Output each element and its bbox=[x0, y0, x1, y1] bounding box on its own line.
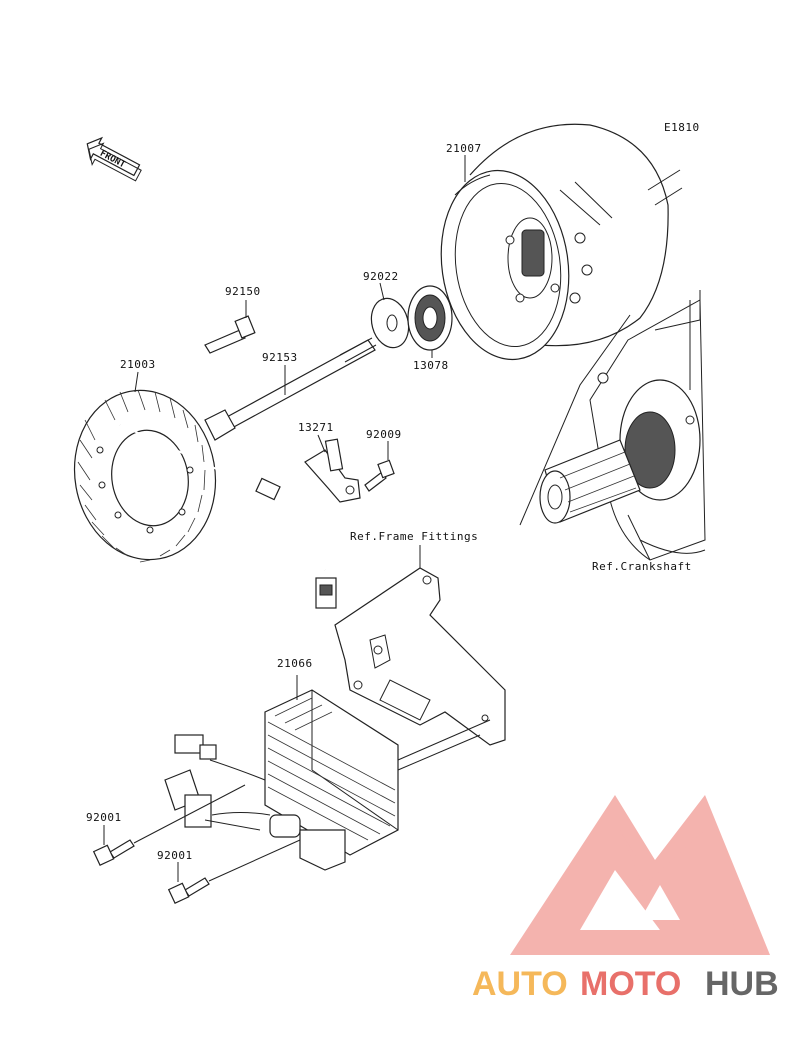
stator-21003 bbox=[73, 371, 217, 563]
part-label-21003: 21003 bbox=[120, 358, 156, 371]
part-label-92153: 92153 bbox=[262, 351, 298, 364]
bolt-92001-upper bbox=[92, 784, 246, 867]
bracket-13271 bbox=[304, 434, 361, 503]
washer-92022 bbox=[370, 282, 410, 349]
part-label-92001-lower: 92001 bbox=[157, 849, 193, 862]
part-label-92001-upper: 92001 bbox=[86, 811, 122, 824]
gear-13078 bbox=[407, 285, 453, 358]
rotor-21007 bbox=[440, 123, 683, 361]
part-label-21007: 21007 bbox=[446, 142, 482, 155]
watermark-auto: AUTO bbox=[472, 965, 568, 1003]
ref-crankshaft-label: Ref.Crankshaft bbox=[592, 560, 692, 573]
watermark-text: AUTO MOTO HUB bbox=[472, 965, 779, 1003]
crankshaft-ref bbox=[519, 290, 706, 561]
part-label-21066: 21066 bbox=[277, 657, 313, 670]
bolt-92150 bbox=[204, 300, 256, 354]
part-label-92022: 92022 bbox=[363, 270, 399, 283]
watermark-moto: MOTO bbox=[580, 965, 681, 1003]
watermark-logo bbox=[510, 795, 770, 955]
frame-fittings-ref bbox=[334, 545, 506, 746]
regulator-connectors bbox=[164, 734, 271, 831]
part-label-13271: 13271 bbox=[298, 421, 334, 434]
stator-wire bbox=[119, 424, 337, 609]
bolt-92153 bbox=[204, 337, 377, 441]
screw-92009 bbox=[364, 441, 395, 492]
part-label-92009: 92009 bbox=[366, 428, 402, 441]
part-label-92150: 92150 bbox=[225, 285, 261, 298]
bolt-92001-lower bbox=[167, 839, 301, 905]
front-arrow-icon: FRONT bbox=[86, 136, 142, 182]
watermark-hub: HUB bbox=[705, 965, 779, 1003]
diagram-id: E1810 bbox=[664, 121, 700, 134]
regulator-21066 bbox=[264, 675, 491, 871]
ref-frame-fittings-label: Ref.Frame Fittings bbox=[350, 530, 478, 543]
part-label-13078: 13078 bbox=[413, 359, 449, 372]
